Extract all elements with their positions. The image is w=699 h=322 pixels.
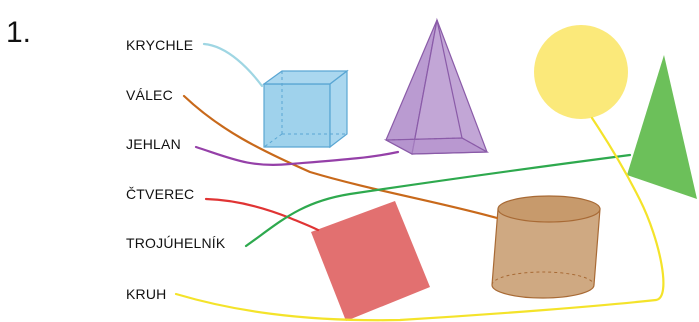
- label-kruh: KRUH: [126, 286, 167, 302]
- label-valec: VÁLEC: [126, 87, 173, 103]
- exercise-number: 1.: [6, 16, 32, 49]
- connector-ctverec: [204, 197, 320, 232]
- square-shape: [311, 201, 430, 321]
- triangle-shape: [627, 55, 697, 199]
- cylinder-shape: [491, 195, 601, 299]
- label-ctverec: ČTVEREC: [126, 186, 195, 202]
- pyramid-shape: [383, 17, 490, 155]
- cube-shape: [262, 69, 349, 149]
- connector-krychle: [202, 42, 264, 88]
- connector-valec: [182, 94, 499, 220]
- label-trojuhelnik: TROJÚHELNÍK: [126, 235, 226, 251]
- connector-jehlan: [194, 145, 400, 166]
- label-krychle: KRYCHLE: [126, 37, 194, 53]
- connector-kruh: [174, 116, 665, 322]
- label-jehlan: JEHLAN: [126, 136, 181, 152]
- connector-trojuhelnik: [244, 153, 632, 248]
- circle-shape: [534, 25, 628, 119]
